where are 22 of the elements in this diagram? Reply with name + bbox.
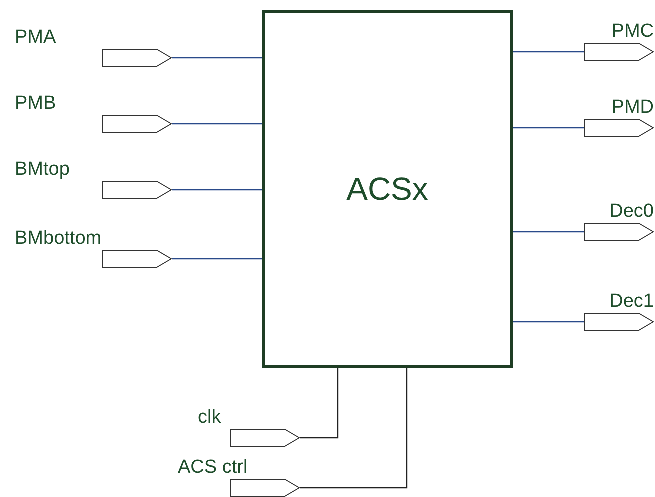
block-label: ACSx [346,173,428,205]
connector-line [172,189,262,191]
port-label: PMD [612,97,654,119]
port-label: ACS ctrl [178,457,248,479]
connector-line [513,231,584,233]
port-label: BMtop [15,159,70,181]
connector-line [513,51,584,53]
connector-line [300,368,408,489]
connector-line [172,123,262,125]
port-label: clk [198,407,222,429]
port-label: Dec1 [610,291,654,313]
connector-line [172,258,262,260]
port-label: BMbottom [15,228,102,250]
port-label: PMC [612,21,654,43]
port-label: PMB [15,93,56,115]
connector-line [513,127,584,129]
connector-line [172,57,262,59]
port-label: PMA [15,27,56,49]
connector-line [513,321,584,323]
port-label: Dec0 [610,201,654,223]
process-box [262,10,513,368]
connector-line [300,368,339,439]
